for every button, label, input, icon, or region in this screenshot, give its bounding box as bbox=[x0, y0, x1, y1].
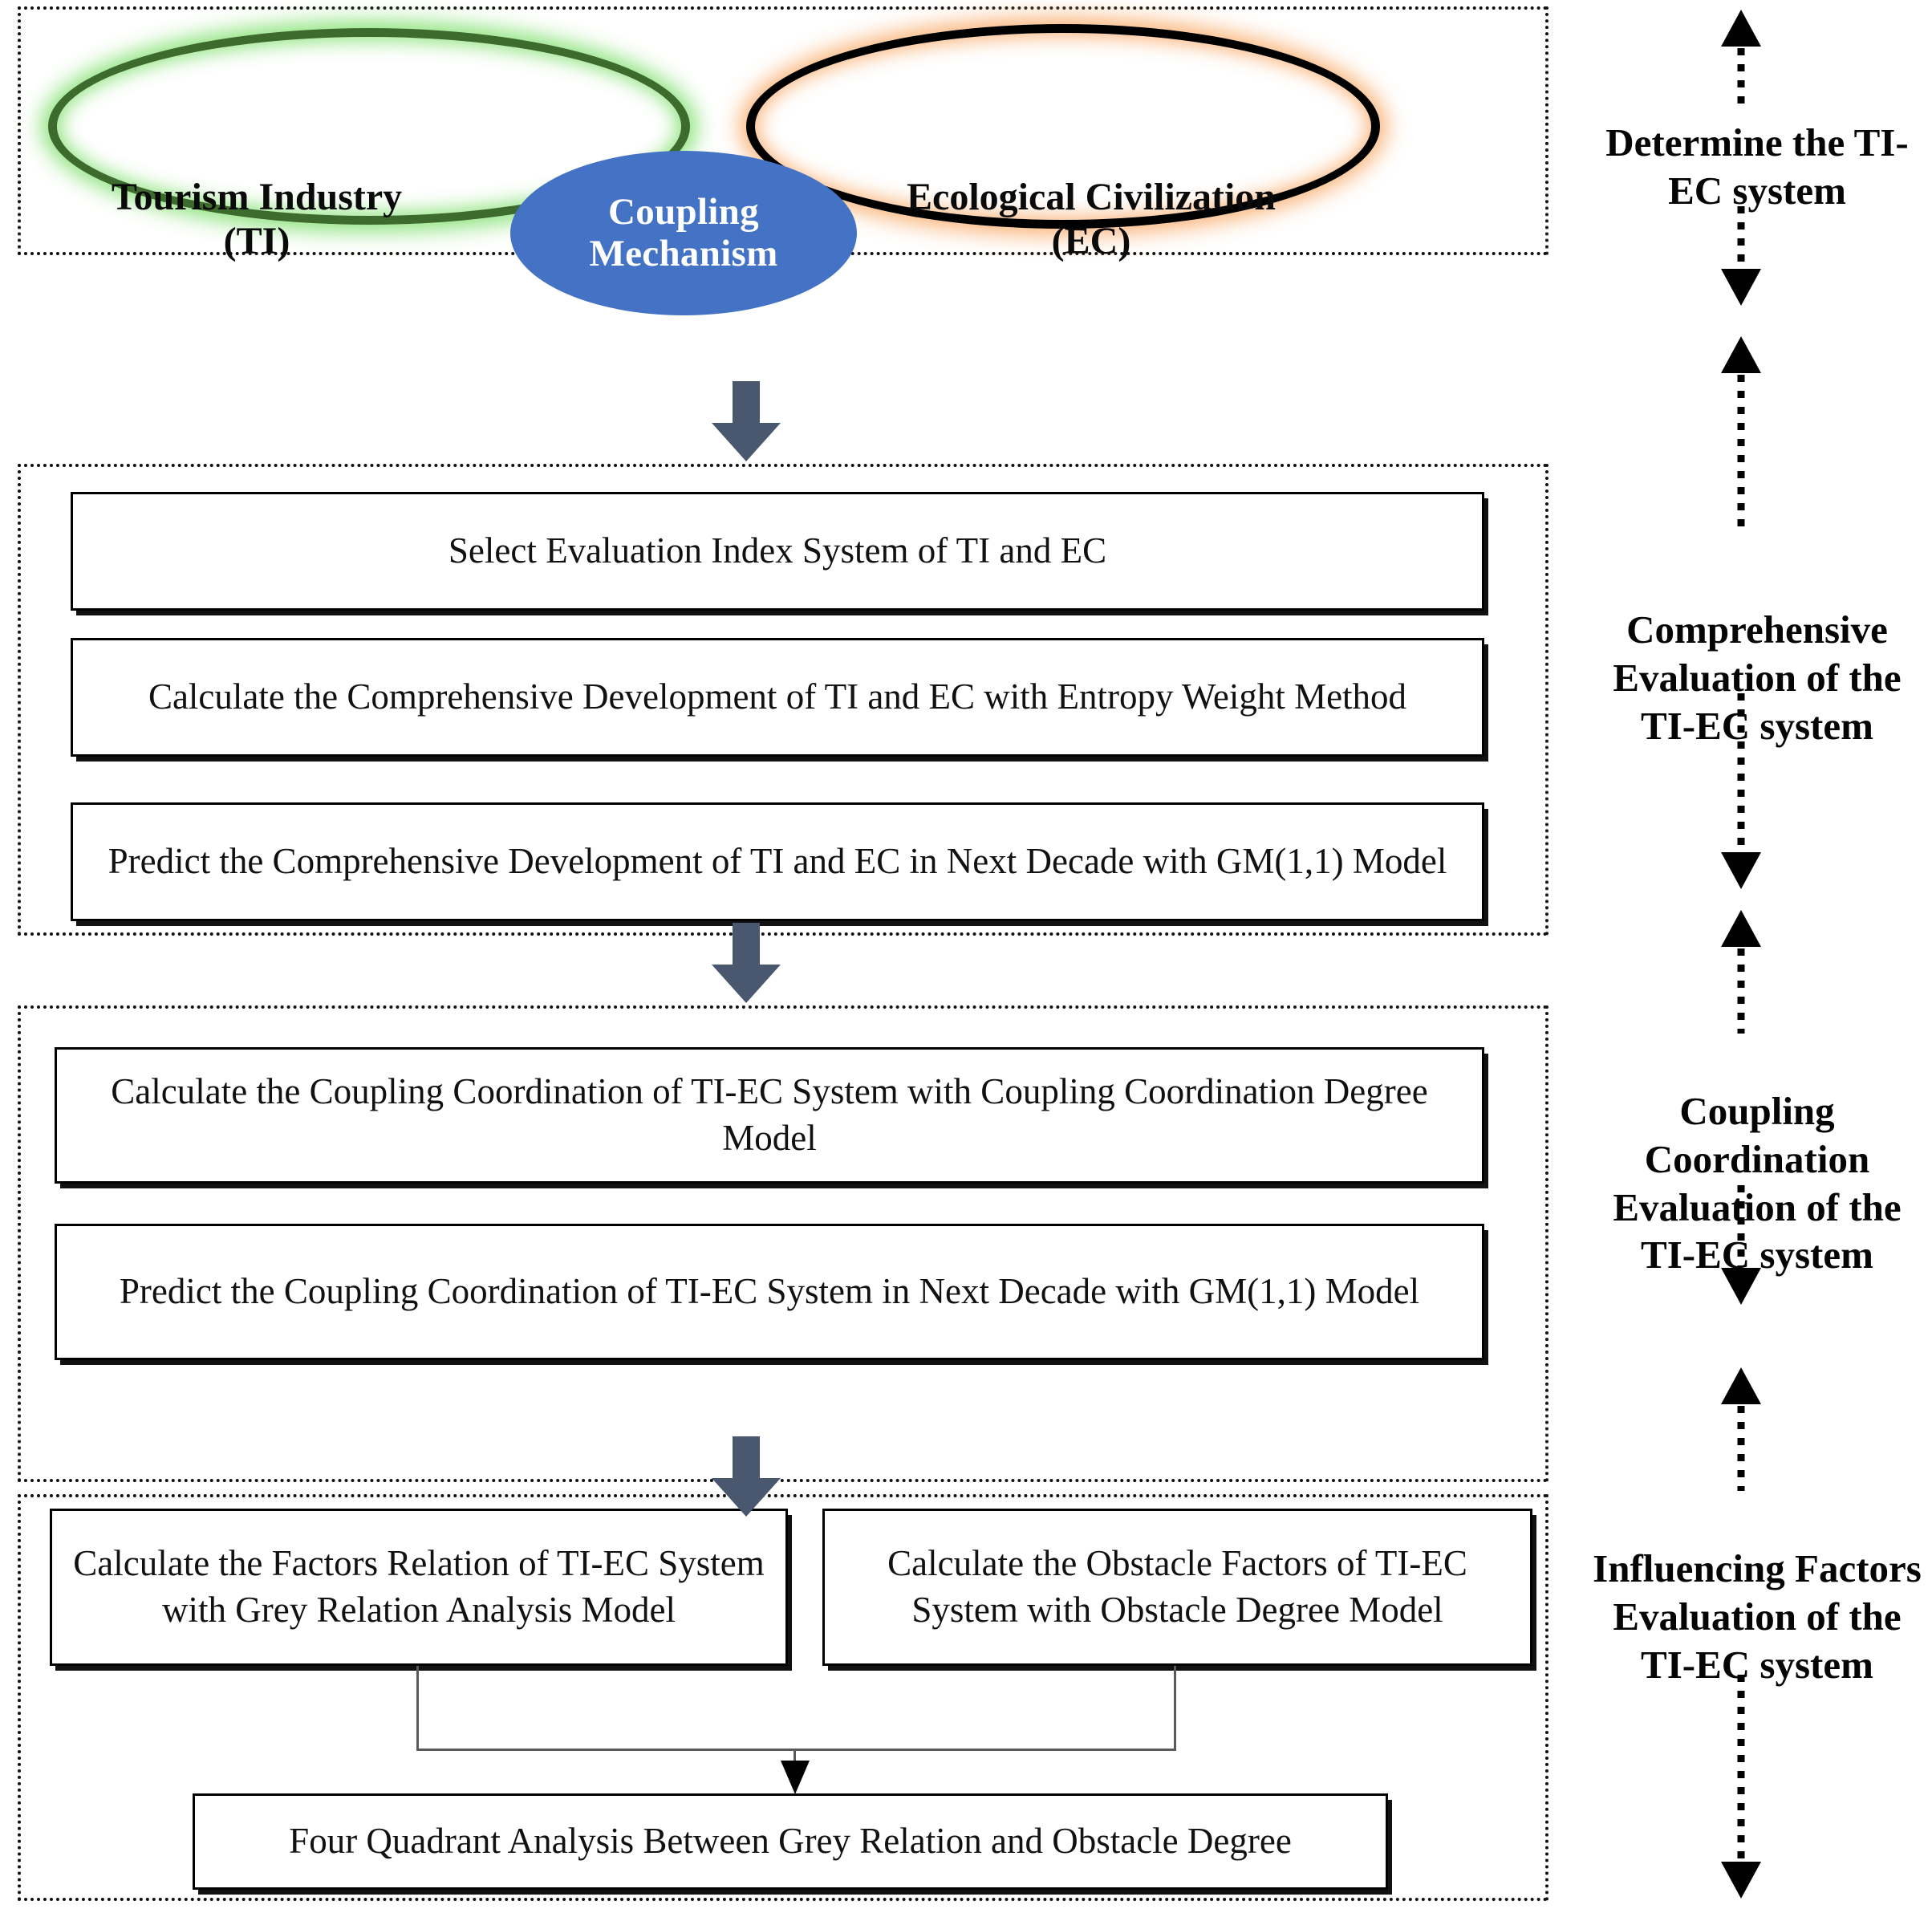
connector-line-horizontal bbox=[416, 1749, 1176, 1751]
connector-line-left bbox=[416, 1666, 419, 1750]
process-box-four-quadrant-analysis: Four Quadrant Analysis Between Grey Rela… bbox=[193, 1793, 1388, 1890]
process-box-obstacle-degree: Calculate the Obstacle Factors of TI-EC … bbox=[822, 1509, 1532, 1666]
coupling-mechanism-label-line1: Coupling bbox=[608, 190, 759, 233]
down-arrow-icon-3 bbox=[706, 1436, 786, 1517]
merge-arrow-icon bbox=[777, 1756, 813, 1794]
coupling-mechanism-label-line2: Mechanism bbox=[589, 232, 778, 274]
tourism-industry-label: Tourism Industry (TI) bbox=[88, 175, 425, 263]
process-box-calculate-coupling-coordination: Calculate the Coupling Coordination of T… bbox=[55, 1047, 1484, 1184]
down-arrow-icon-1 bbox=[706, 381, 786, 461]
stage-label-influencing-factors: Influencing Factors Evaluation of the TI… bbox=[1593, 1546, 1922, 1687]
ecological-civilization-label: Ecological Civilization (EC) bbox=[867, 175, 1316, 263]
process-box-predict-coupling-coordination: Predict the Coupling Coordination of TI-… bbox=[55, 1224, 1484, 1360]
tourism-industry-label-line1: Tourism Industry bbox=[111, 176, 403, 218]
stage-arrow-down-icon-3 bbox=[1713, 1184, 1769, 1308]
tourism-industry-label-line2: (TI) bbox=[223, 220, 290, 263]
stage-arrow-up-icon-2 bbox=[1713, 333, 1769, 530]
stage-arrow-up-icon-3 bbox=[1713, 907, 1769, 1035]
tourism-industry-ellipse bbox=[48, 28, 690, 225]
ecological-civilization-label-line2: (EC) bbox=[1051, 220, 1131, 263]
down-arrow-icon-2 bbox=[706, 923, 786, 1003]
ecological-civilization-label-line1: Ecological Civilization bbox=[907, 176, 1276, 218]
stage-arrow-down-icon-4 bbox=[1713, 1673, 1769, 1902]
stage-arrow-down-icon-1 bbox=[1713, 205, 1769, 309]
ecological-civilization-ellipse bbox=[746, 24, 1380, 229]
process-box-select-index-system: Select Evaluation Index System of TI and… bbox=[71, 492, 1484, 611]
stage-label-comprehensive-evaluation: Comprehensive Evaluation of the TI-EC sy… bbox=[1613, 607, 1902, 748]
process-box-predict-development-gm11: Predict the Comprehensive Development of… bbox=[71, 802, 1484, 921]
stage-arrow-down-icon-2 bbox=[1713, 692, 1769, 892]
coupling-mechanism-ellipse: Coupling Mechanism bbox=[510, 151, 857, 315]
stage-arrow-up-icon-1 bbox=[1713, 6, 1769, 111]
stage-arrow-up-icon-4 bbox=[1713, 1364, 1769, 1493]
process-box-grey-relation-analysis: Calculate the Factors Relation of TI-EC … bbox=[50, 1509, 788, 1666]
stage-label-determine-system: Determine the TI-EC system bbox=[1605, 120, 1909, 213]
connector-line-right bbox=[1174, 1666, 1176, 1750]
stage-label-coupling-coordination: Coupling Coordination Evaluation of the … bbox=[1613, 1089, 1902, 1277]
process-box-entropy-weight-method: Calculate the Comprehensive Development … bbox=[71, 638, 1484, 757]
